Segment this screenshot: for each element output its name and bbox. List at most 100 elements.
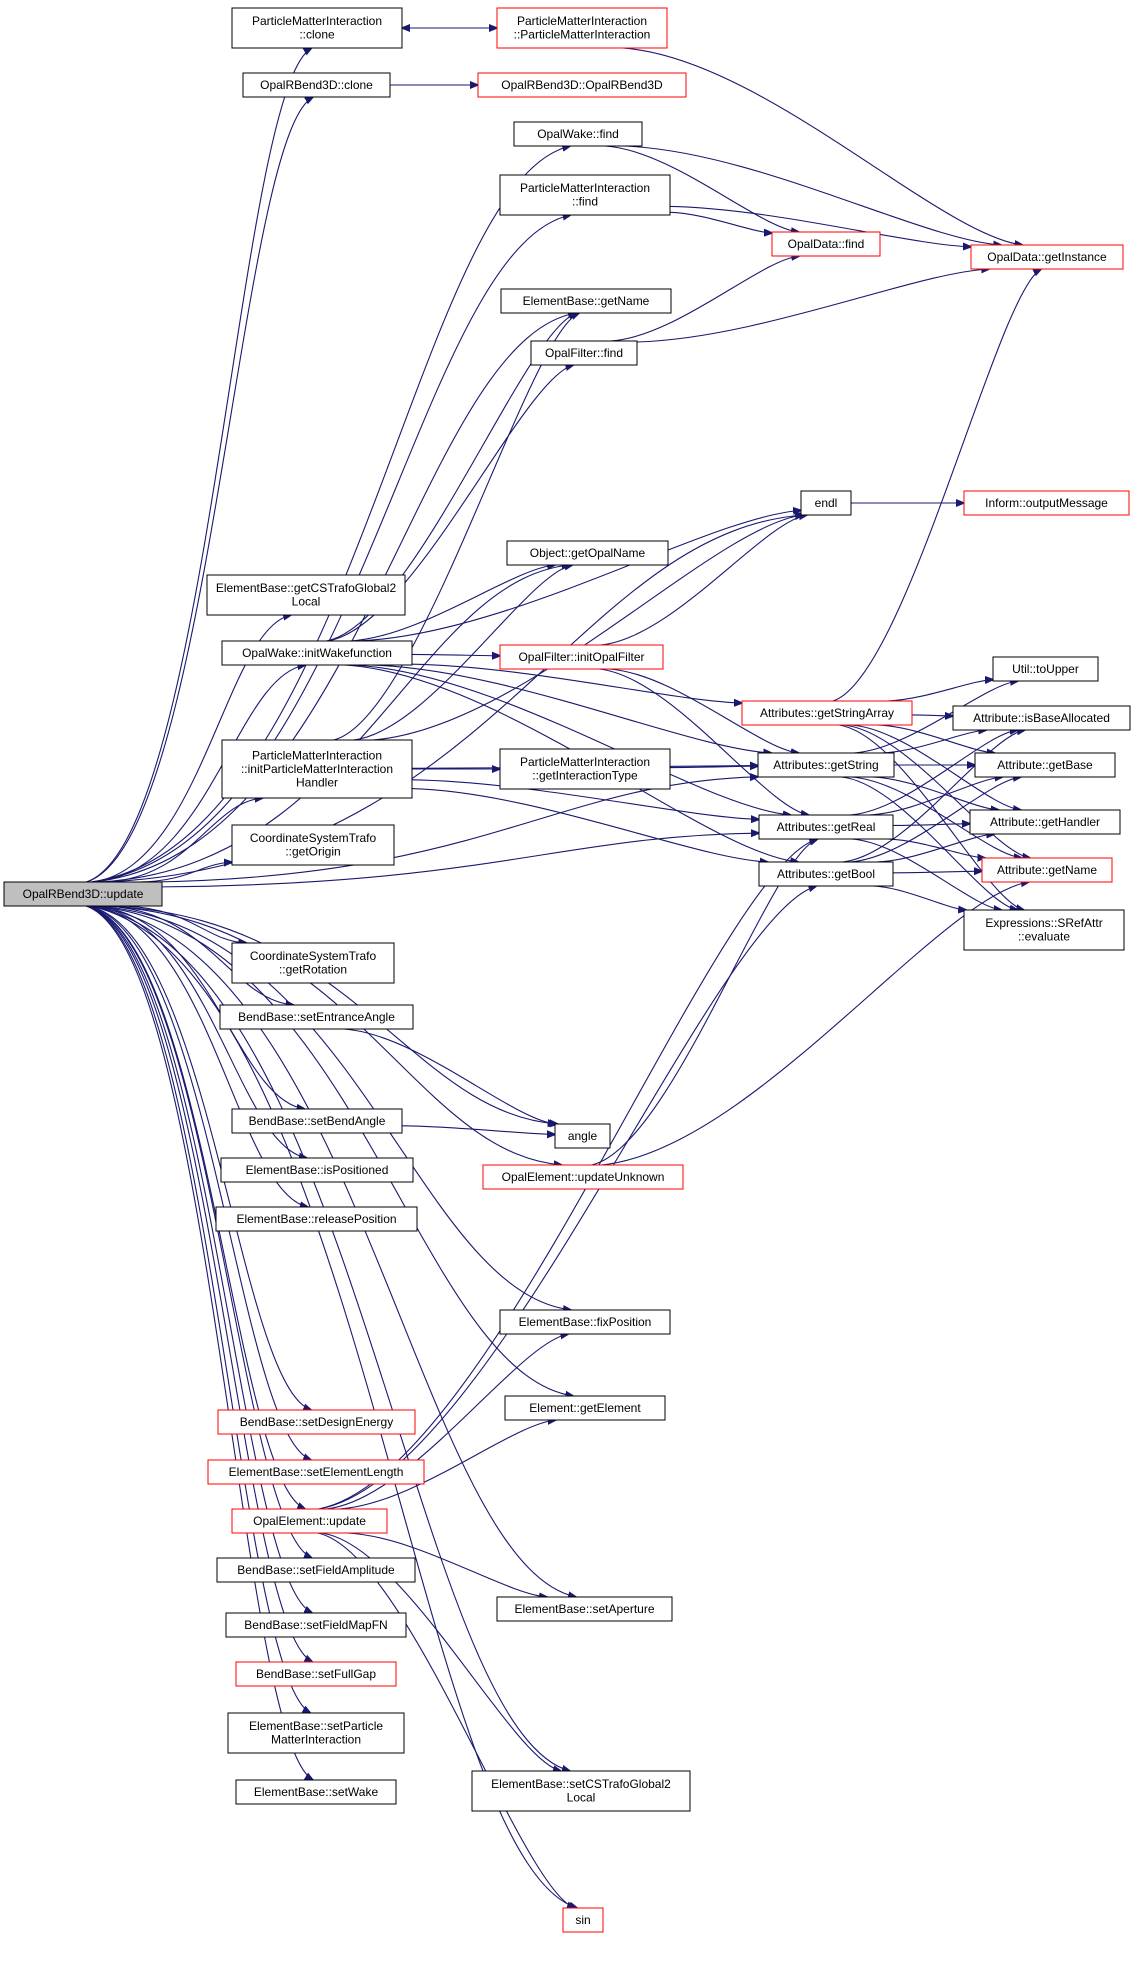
call-edge-root-to-wake_init — [94, 665, 306, 883]
node-root[interactable]: OpalRBend3D::update — [3, 881, 163, 907]
node-opaldata-getinstance[interactable]: OpalData::getInstance — [970, 244, 1124, 270]
node-label: Local — [567, 1791, 596, 1805]
node-eb-fixposition[interactable]: ElementBase::fixPosition — [499, 1309, 671, 1335]
node-attrs-getreal[interactable]: Attributes::getReal — [758, 814, 894, 840]
node-eb-setwake[interactable]: ElementBase::setWake — [235, 1779, 397, 1805]
node-attr-getbase[interactable]: Attribute::getBase — [974, 752, 1116, 778]
node-pmi-find[interactable]: ParticleMatterInteraction::find — [499, 174, 671, 216]
node-oe-update[interactable]: OpalElement::update — [231, 1508, 388, 1534]
node-util-toupper[interactable]: Util::toUpper — [992, 656, 1099, 682]
node-pmi-ctor[interactable]: ParticleMatterInteraction::ParticleMatte… — [496, 7, 668, 49]
node-box — [231, 7, 403, 49]
node-label: Attribute::getHandler — [990, 815, 1100, 829]
node-box — [231, 1108, 403, 1134]
call-edge-attrs_getbool-to-attr_getbase — [850, 777, 1021, 863]
node-pmi-clone[interactable]: ParticleMatterInteraction::clone — [231, 7, 403, 49]
node-cst-getorigin[interactable]: CoordinateSystemTrafo::getOrigin — [231, 824, 395, 866]
node-label: ParticleMatterInteraction — [252, 748, 382, 762]
node-attrs-getstringarray[interactable]: Attributes::getStringArray — [741, 700, 913, 726]
node-label: BendBase::setBendAngle — [249, 1114, 386, 1128]
call-edge-filter_find-to-opaldata_find — [610, 256, 800, 342]
node-label: Util::toUpper — [1012, 662, 1079, 676]
node-inform-output[interactable]: Inform::outputMessage — [963, 490, 1130, 516]
node-eb-setpmi[interactable]: ElementBase::setParticleMatterInteractio… — [227, 1712, 405, 1754]
node-label: ElementBase::getName — [523, 294, 650, 308]
node-box — [471, 1770, 691, 1812]
node-sin[interactable]: sin — [562, 1907, 604, 1933]
node-label: CoordinateSystemTrafo — [250, 949, 377, 963]
node-bb-setdesignenergy[interactable]: BendBase::setDesignEnergy — [217, 1409, 416, 1435]
node-attr-isbase[interactable]: Attribute::isBaseAllocated — [952, 705, 1131, 731]
node-box — [800, 490, 852, 516]
call-edge-attrs_getreal-to-attr_getbase — [868, 777, 1002, 816]
node-oe-updateunknown[interactable]: OpalElement::updateUnknown — [482, 1164, 684, 1190]
node-pmi-gettype[interactable]: ParticleMatterInteraction::getInteractio… — [499, 748, 671, 790]
node-box — [496, 7, 668, 49]
node-box — [231, 1508, 388, 1534]
node-label: Handler — [296, 775, 338, 789]
node-label: ElementBase::getCSTrafoGlobal2 — [216, 581, 397, 595]
node-label: Attributes::getBool — [777, 867, 875, 881]
node-rbend-clone[interactable]: OpalRBend3D::clone — [242, 72, 391, 98]
node-eb-getname[interactable]: ElementBase::getName — [500, 288, 672, 314]
node-attrs-getstring[interactable]: Attributes::getString — [757, 752, 895, 778]
node-label: ::find — [572, 195, 598, 209]
node-label: ElementBase::setAperture — [514, 1602, 654, 1616]
node-cst-getrotation[interactable]: CoordinateSystemTrafo::getRotation — [231, 942, 395, 984]
node-attr-gethandler[interactable]: Attribute::getHandler — [969, 809, 1121, 835]
node-attr-getname[interactable]: Attribute::getName — [981, 857, 1113, 883]
call-edge-root-to-attrs_getstring — [152, 777, 758, 883]
node-endl[interactable]: endl — [800, 490, 852, 516]
node-box — [217, 1409, 416, 1435]
node-angle[interactable]: angle — [554, 1123, 611, 1149]
node-bb-setentrance[interactable]: BendBase::setEntranceAngle — [219, 1004, 414, 1030]
node-label: OpalRBend3D::update — [23, 887, 144, 901]
node-label: ::evaluate — [1018, 930, 1070, 944]
call-edge-attrs_getstring-to-util_toupper — [853, 681, 1018, 754]
call-edge-wake_init-to-obj_getopalname — [349, 565, 555, 642]
node-wake-find[interactable]: OpalWake::find — [513, 121, 643, 147]
node-eb-ispositioned[interactable]: ElementBase::isPositioned — [220, 1157, 414, 1183]
call-edge-pmi_find-to-opaldata_find — [669, 211, 772, 233]
node-filter-init[interactable]: OpalFilter::initOpalFilter — [499, 644, 664, 670]
call-edge-root-to-eb_getcstrafo — [91, 615, 291, 883]
node-bb-setfieldmap[interactable]: BendBase::setFieldMapFN — [225, 1612, 407, 1638]
call-edge-pmi_inithandler-to-attrs_getbool — [411, 788, 768, 862]
node-box — [219, 1004, 414, 1030]
node-eb-setelementlength[interactable]: ElementBase::setElementLength — [207, 1459, 425, 1485]
call-edge-root-to-cst_getorigin — [139, 862, 232, 883]
call-edge-oe_update-to-eb_fixposition — [326, 1334, 568, 1510]
call-edge-root-to-rbend_clone — [86, 97, 313, 883]
call-edge-attrs_getstringarray-to-attr_getname — [843, 724, 1030, 858]
node-bb-setfieldamp[interactable]: BendBase::setFieldAmplitude — [216, 1557, 416, 1583]
node-obj-getopalname[interactable]: Object::getOpalName — [506, 540, 669, 566]
call-edge-root-to-pmi_clone — [86, 48, 311, 883]
call-edge-attrs_getreal-to-expr_evaluate — [851, 838, 1001, 910]
node-eb-releaseposition[interactable]: ElementBase::releasePosition — [215, 1206, 418, 1232]
node-box — [554, 1123, 611, 1149]
node-label: OpalRBend3D::clone — [260, 78, 373, 92]
node-eb-setaperture[interactable]: ElementBase::setAperture — [496, 1596, 673, 1622]
node-bb-setbendangle[interactable]: BendBase::setBendAngle — [231, 1108, 403, 1134]
call-edge-attrs_getstringarray-to-opaldata_getinstance — [832, 269, 1041, 702]
node-expr-evaluate[interactable]: Expressions::SRefAttr::evaluate — [963, 909, 1125, 951]
call-edge-attrs_getstringarray-to-attr_getbase — [877, 724, 994, 753]
node-box — [970, 244, 1124, 270]
node-bb-setfullgap[interactable]: BendBase::setFullGap — [235, 1661, 397, 1687]
node-label: Attribute::getBase — [997, 758, 1093, 772]
node-box — [221, 640, 413, 666]
node-attrs-getbool[interactable]: Attributes::getBool — [758, 861, 894, 887]
node-filter-find[interactable]: OpalFilter::find — [530, 340, 638, 366]
node-box — [513, 121, 643, 147]
node-pmi-inithandler[interactable]: ParticleMatterInteraction::initParticleM… — [221, 739, 413, 799]
node-label: MatterInteraction — [271, 1733, 361, 1747]
node-opaldata-find[interactable]: OpalData::find — [771, 231, 881, 257]
call-edge-root-to-pmi_inithandler — [105, 798, 262, 883]
node-rbend-ctor[interactable]: OpalRBend3D::OpalRBend3D — [477, 72, 687, 98]
node-el-getelement[interactable]: Element::getElement — [504, 1395, 666, 1421]
call-edge-attrs_getbool-to-attr_gethandler — [876, 834, 995, 863]
node-label: ::getRotation — [279, 963, 347, 977]
node-wake-init[interactable]: OpalWake::initWakefunction — [221, 640, 413, 666]
